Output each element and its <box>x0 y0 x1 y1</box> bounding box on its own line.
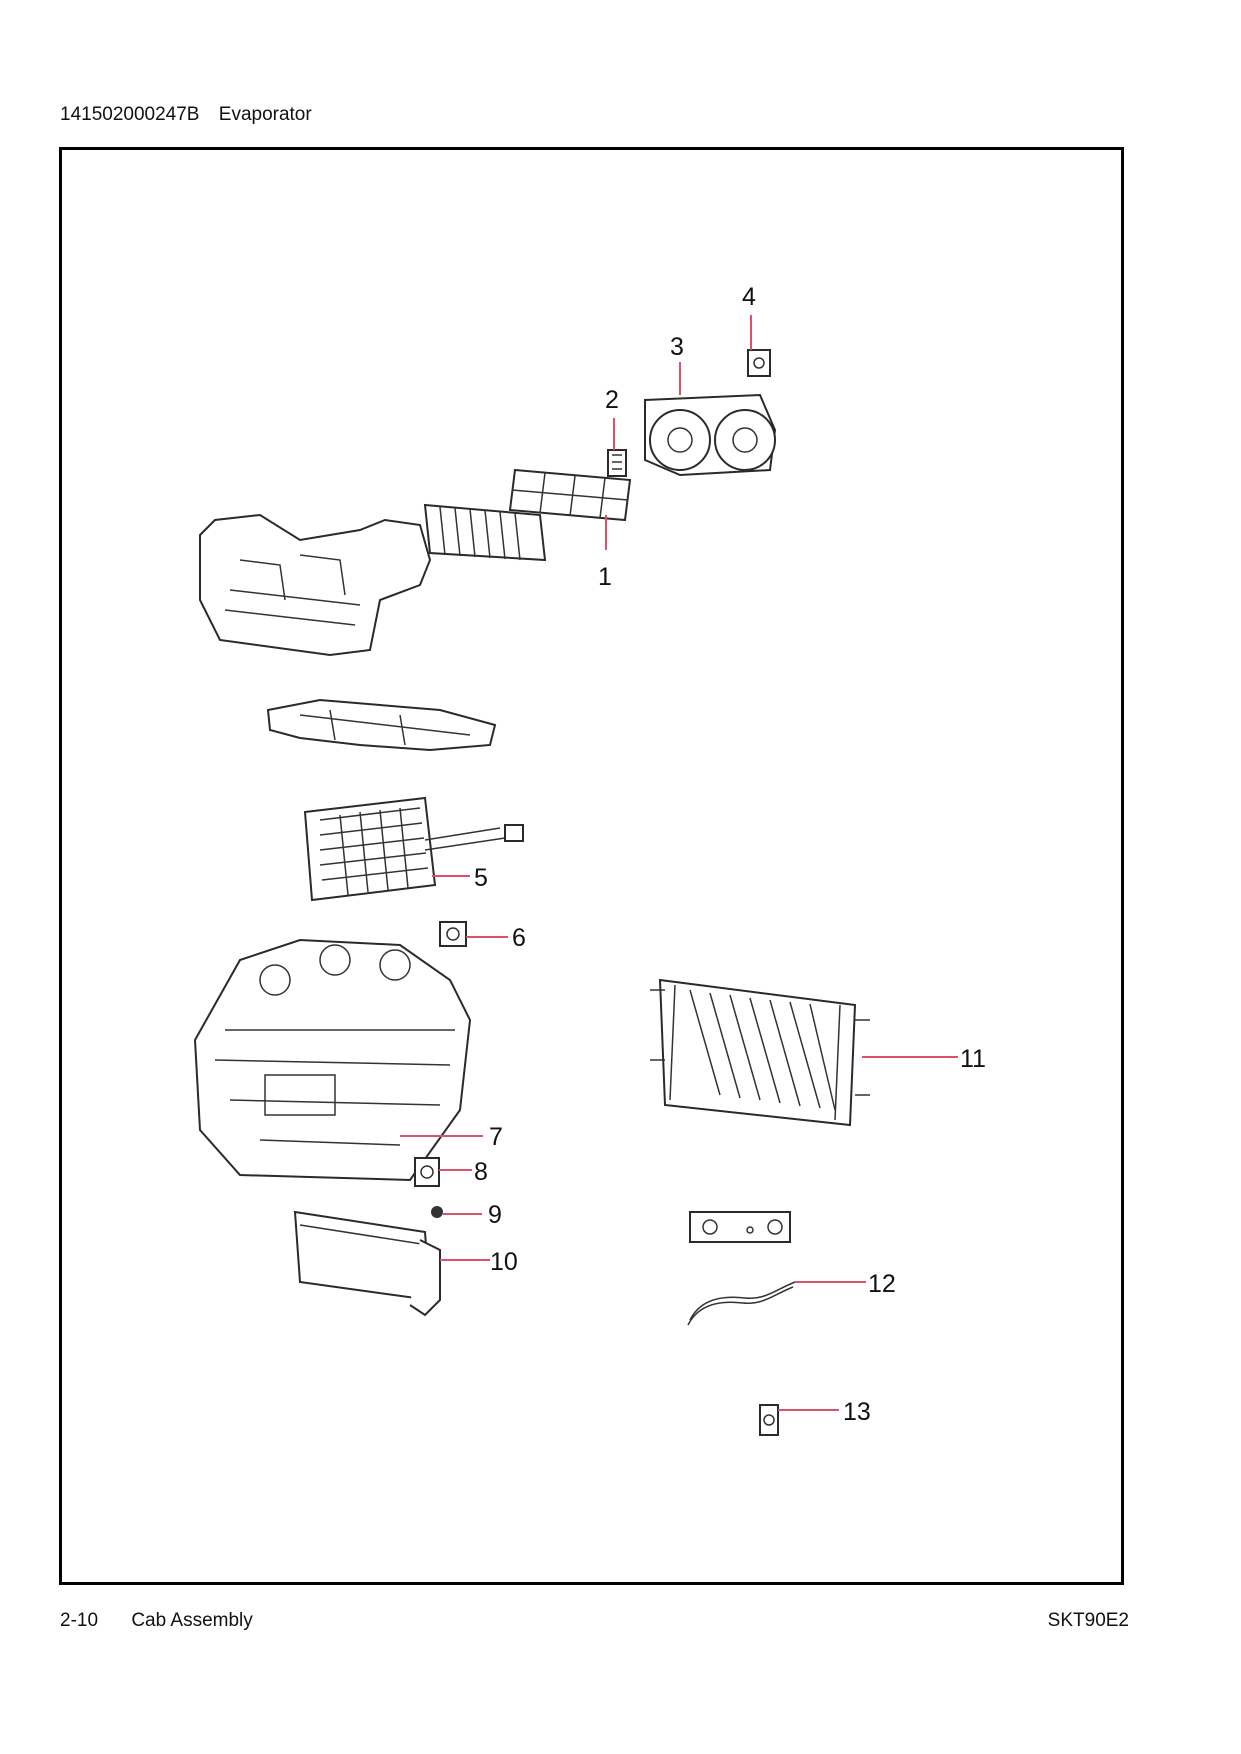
part-4-actuator <box>747 349 771 377</box>
section-name: Cab Assembly <box>131 1610 253 1631</box>
part-5-heater-core <box>303 796 524 902</box>
callout-10: 10 <box>490 1248 518 1276</box>
diagram-frame <box>59 147 1124 1585</box>
callout-1: 1 <box>598 563 612 591</box>
part-2-resistor <box>607 449 627 477</box>
callout-2: 2 <box>605 386 619 414</box>
part-8-actuator <box>414 1157 440 1187</box>
callout-9: 9 <box>488 1201 502 1229</box>
air-duct <box>266 698 497 752</box>
part-12-pipe <box>687 1281 796 1326</box>
callout-4: 4 <box>742 283 756 311</box>
mounting-plate <box>689 1211 791 1243</box>
page-footer-left: 2-10 Cab Assembly <box>60 1610 253 1632</box>
part-9-grommet <box>431 1206 443 1218</box>
callout-8: 8 <box>474 1158 488 1186</box>
page-header: 141502000247B Evaporator <box>60 104 312 126</box>
leader-lines <box>400 315 958 1411</box>
page-number: 2-10 <box>60 1610 99 1631</box>
callout-12: 12 <box>868 1270 896 1298</box>
part-7-evaporator-housing <box>193 938 472 1182</box>
part-6-actuator <box>439 921 467 947</box>
callout-3: 3 <box>670 333 684 361</box>
part-number: 141502000247B <box>60 104 200 125</box>
part-10-evaporator-core <box>293 1210 441 1317</box>
page-title: Evaporator <box>218 104 312 125</box>
upper-casing <box>199 513 432 657</box>
part-3-blower-motor <box>644 393 777 477</box>
model-code: SKT90E2 <box>1047 1610 1129 1631</box>
callout-13: 13 <box>843 1398 871 1426</box>
part-1-filter <box>423 468 632 562</box>
callout-11: 11 <box>960 1045 986 1073</box>
callout-5: 5 <box>474 864 488 892</box>
part-13-valve <box>759 1404 779 1436</box>
callout-7: 7 <box>489 1123 503 1151</box>
callout-6: 6 <box>512 924 526 952</box>
part-11-condenser <box>650 978 870 1127</box>
